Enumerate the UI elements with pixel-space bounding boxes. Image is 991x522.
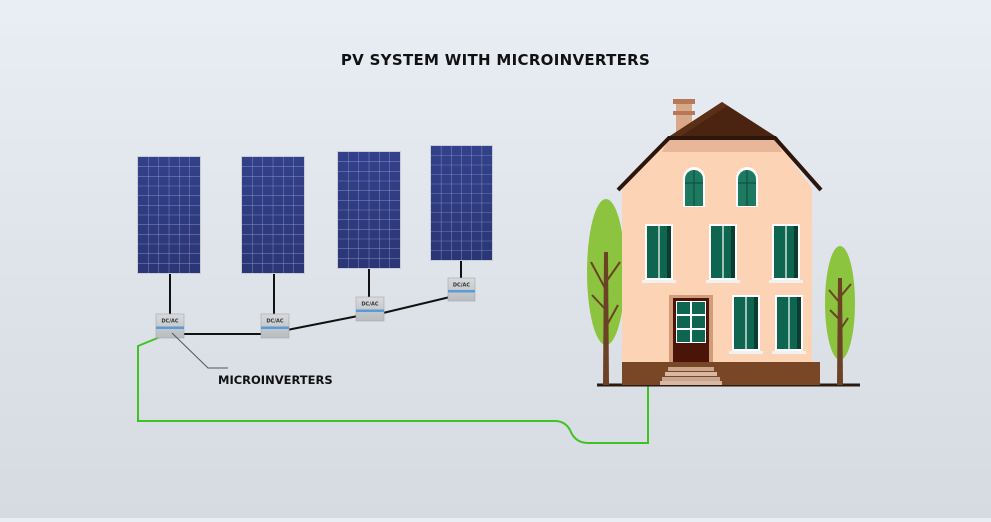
bus-cable-2-3 bbox=[286, 315, 359, 331]
inverter-stripe bbox=[448, 289, 475, 293]
ac-bus-cables bbox=[182, 296, 451, 335]
roof-shadow bbox=[667, 102, 727, 138]
window-sill bbox=[706, 280, 740, 283]
ac-feed-cable bbox=[137, 336, 649, 444]
solar-panel-1 bbox=[137, 156, 201, 274]
attic-window-right bbox=[736, 167, 758, 207]
inverter-stripe bbox=[261, 326, 289, 329]
microinverter-3: DC/AC bbox=[355, 296, 385, 322]
microinverter-1: DC/AC bbox=[155, 313, 185, 339]
window-sill bbox=[772, 351, 806, 354]
inverter-label: DC/AC bbox=[161, 319, 179, 325]
microinverters-callout-label: MICROINVERTERS bbox=[218, 373, 333, 387]
front-door bbox=[669, 295, 713, 367]
microinverter-4: DC/AC bbox=[447, 277, 476, 302]
microinverter-2: DC/AC bbox=[260, 313, 290, 339]
window-floor2-right bbox=[769, 224, 803, 283]
callout-leader-line bbox=[171, 332, 228, 369]
roof-edge bbox=[616, 136, 823, 192]
inverter-body bbox=[155, 313, 185, 339]
tree-right-trunk bbox=[837, 278, 843, 385]
roof bbox=[667, 102, 778, 138]
window-sill bbox=[642, 280, 676, 283]
front-steps bbox=[660, 367, 722, 385]
window-floor2-left bbox=[642, 224, 676, 283]
solar-panel-3 bbox=[337, 151, 401, 269]
inverter-label: DC/AC bbox=[266, 319, 284, 325]
tree-left-branches bbox=[590, 261, 621, 326]
solar-panel-array bbox=[137, 145, 493, 274]
inverter-label: DC/AC bbox=[453, 282, 471, 288]
house bbox=[616, 99, 823, 385]
house-eave-shade bbox=[662, 138, 782, 152]
diagram-title: PV SYSTEM WITH MICROINVERTERS bbox=[340, 51, 651, 69]
attic-window-left bbox=[683, 167, 705, 207]
window-floor1-right bbox=[772, 295, 806, 354]
inverter-stripe bbox=[156, 326, 184, 329]
tree-left bbox=[587, 199, 625, 385]
window-sill bbox=[769, 280, 803, 283]
solar-panel-2 bbox=[241, 156, 305, 274]
window-sill bbox=[729, 351, 763, 354]
bus-cable-3-4 bbox=[382, 296, 451, 314]
window-floor1-center bbox=[729, 295, 763, 354]
inverter-body bbox=[447, 277, 476, 302]
microinverter-group: DC/AC DC/AC DC/AC DC/AC bbox=[155, 277, 476, 339]
solar-panel-4 bbox=[430, 145, 493, 261]
inverter-body bbox=[260, 313, 290, 339]
tree-left-trunk bbox=[603, 252, 609, 385]
window-floor2-center bbox=[706, 224, 740, 283]
dc-cables bbox=[169, 260, 462, 314]
inverter-stripe bbox=[356, 309, 384, 312]
tree-right-branches bbox=[828, 283, 852, 331]
inverter-body bbox=[355, 296, 385, 322]
tree-right bbox=[825, 246, 855, 385]
inverter-label: DC/AC bbox=[361, 302, 379, 308]
